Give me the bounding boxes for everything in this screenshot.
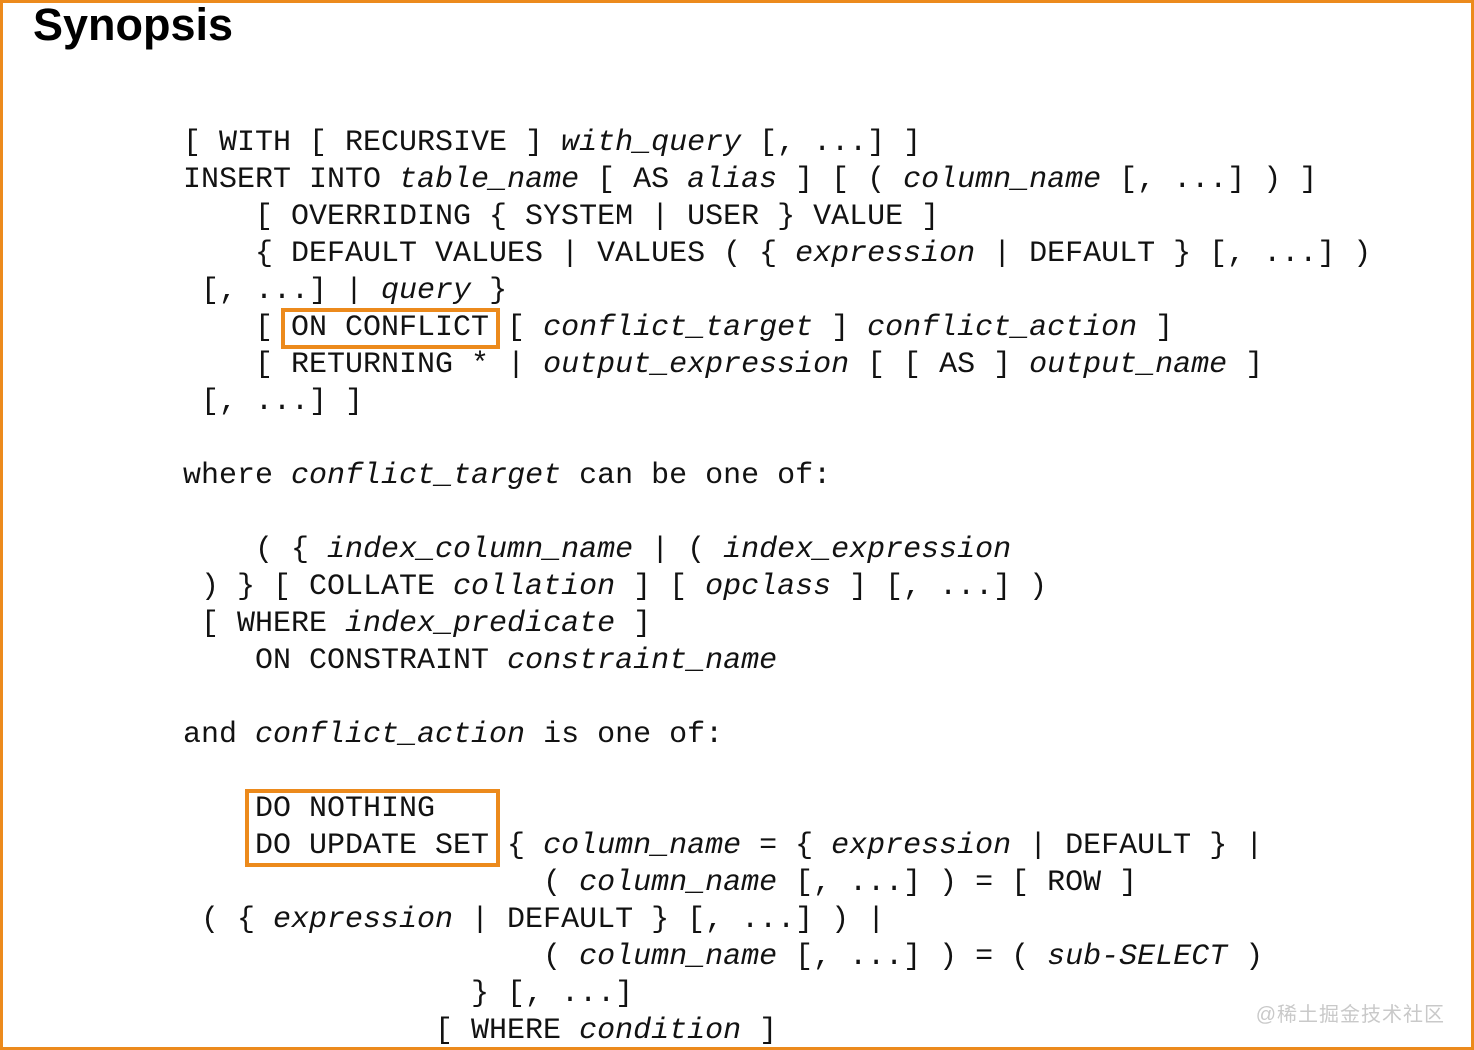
code-text: ] [, ...] ) (831, 570, 1048, 604)
code-line: and conflict_action is one of: (183, 717, 1371, 754)
code-text: | DEFAULT } | (1011, 829, 1264, 863)
code-text: ) } [ COLLATE (183, 570, 454, 604)
code-text: is one of: (525, 718, 724, 752)
code-variable: opclass (705, 570, 832, 604)
code-line: ( column_name [, ...] ) = [ ROW ] (183, 865, 1371, 902)
code-text: ] (741, 1014, 778, 1048)
code-variable: index_expression (723, 533, 1012, 567)
code-line: [ RETURNING * | output_expression [ [ AS… (183, 347, 1371, 384)
code-line: INSERT INTO table_name [ AS alias ] [ ( … (183, 162, 1371, 199)
code-line: ( { expression | DEFAULT } [, ...] ) | (183, 902, 1371, 939)
code-line: ON CONSTRAINT constraint_name (183, 643, 1371, 680)
code-line: where conflict_target can be one of: (183, 458, 1371, 495)
code-text: [ WITH [ RECURSIVE ] (183, 126, 562, 160)
code-line: [, ...] | query } (183, 273, 1371, 310)
code-variable: expression (273, 903, 454, 937)
code-variable: conflict_action (867, 311, 1138, 345)
code-text: where (183, 459, 292, 493)
code-text: ] (1227, 348, 1264, 382)
code-text: [, ...] ) ] (1101, 163, 1318, 197)
code-variable: column_name (579, 866, 778, 900)
code-text: ] [ (615, 570, 706, 604)
code-line (183, 754, 1371, 791)
code-text: ( { (183, 533, 328, 567)
code-variable: query (381, 274, 472, 308)
code-text: | ( (633, 533, 724, 567)
code-text: | DEFAULT } [, ...] ) (975, 237, 1372, 271)
code-variable: conflict_target (291, 459, 562, 493)
code-text: can be one of: (561, 459, 832, 493)
code-line: [ WITH [ RECURSIVE ] with_query [, ...] … (183, 125, 1371, 162)
watermark: @稀土掘金技术社区 (1255, 1004, 1445, 1026)
code-variable: condition (579, 1014, 742, 1048)
code-text: ( (183, 866, 580, 900)
code-text: ] (615, 607, 652, 641)
code-line: } [, ...] (183, 976, 1371, 1013)
code-variable: column_name (543, 829, 742, 863)
code-line: DO UPDATE SET { column_name = { expressi… (183, 828, 1371, 865)
code-variable: conflict_target (543, 311, 814, 345)
code-text: } [, ...] (183, 977, 634, 1011)
code-variable: sub-SELECT (1047, 940, 1228, 974)
code-text: and (183, 718, 256, 752)
code-text: [, ...] ) = [ ROW ] (777, 866, 1138, 900)
code-text: { DEFAULT VALUES | VALUES ( { (183, 237, 796, 271)
code-variable: table_name (399, 163, 580, 197)
code-line: [ ON CONFLICT [ conflict_target ] confli… (183, 310, 1371, 347)
code-text: [ WHERE (183, 607, 346, 641)
code-text: [ RETURNING * | (183, 348, 544, 382)
code-text: | DEFAULT } [, ...] ) | (453, 903, 886, 937)
code-line: [ WHERE condition ] (183, 1013, 1371, 1048)
code-variable: conflict_action (255, 718, 526, 752)
code-text: DO UPDATE SET { (183, 829, 544, 863)
code-variable: output_name (1029, 348, 1228, 382)
code-text: ( (183, 940, 580, 974)
code-text: [, ...] ] (741, 126, 922, 160)
code-variable: collation (453, 570, 616, 604)
code-text: [ ON CONFLICT [ (183, 311, 544, 345)
code-variable: column_name (579, 940, 778, 974)
code-variable: column_name (903, 163, 1102, 197)
code-text: [ WHERE (183, 1014, 580, 1048)
code-text: ( { (183, 903, 274, 937)
code-text: ] (813, 311, 868, 345)
code-variable: constraint_name (507, 644, 778, 678)
code-variable: alias (687, 163, 778, 197)
code-text: INSERT INTO (183, 163, 400, 197)
code-text: ] [ ( (777, 163, 904, 197)
code-text: ) (1227, 940, 1264, 974)
code-line: [ OVERRIDING { SYSTEM | USER } VALUE ] (183, 199, 1371, 236)
code-text: } (471, 274, 508, 308)
code-line: ( { index_column_name | ( index_expressi… (183, 532, 1371, 569)
code-text: ON CONSTRAINT (183, 644, 508, 678)
code-variable: index_predicate (345, 607, 616, 641)
code-text: [, ...] | (183, 274, 382, 308)
code-area: [ WITH [ RECURSIVE ] with_query [, ...] … (3, 3, 1471, 1047)
code-variable: expression (831, 829, 1012, 863)
code-text: [, ...] ) = ( (777, 940, 1048, 974)
code-variable: index_column_name (327, 533, 634, 567)
code-line (183, 495, 1371, 532)
code-line: ) } [ COLLATE collation ] [ opclass ] [,… (183, 569, 1371, 606)
code-variable: output_expression (543, 348, 850, 382)
code-text: DO NOTHING (183, 792, 436, 826)
code-text: [ OVERRIDING { SYSTEM | USER } VALUE ] (183, 200, 940, 234)
code-line (183, 680, 1371, 717)
code-line: DO NOTHING (183, 791, 1371, 828)
code-text: [ AS (579, 163, 688, 197)
code-line: [ WHERE index_predicate ] (183, 606, 1371, 643)
code-text: [ [ AS ] (849, 348, 1030, 382)
code-line: [, ...] ] (183, 384, 1371, 421)
code-variable: expression (795, 237, 976, 271)
page-title: Synopsis (33, 0, 234, 50)
code-line: { DEFAULT VALUES | VALUES ( { expression… (183, 236, 1371, 273)
code-text: = { (741, 829, 832, 863)
code-text: [, ...] ] (183, 385, 364, 419)
code-line (183, 421, 1371, 458)
code-line: ( column_name [, ...] ) = ( sub-SELECT ) (183, 939, 1371, 976)
code-variable: with_query (561, 126, 742, 160)
code-block: [ WITH [ RECURSIVE ] with_query [, ...] … (183, 125, 1371, 1048)
code-text: ] (1137, 311, 1174, 345)
